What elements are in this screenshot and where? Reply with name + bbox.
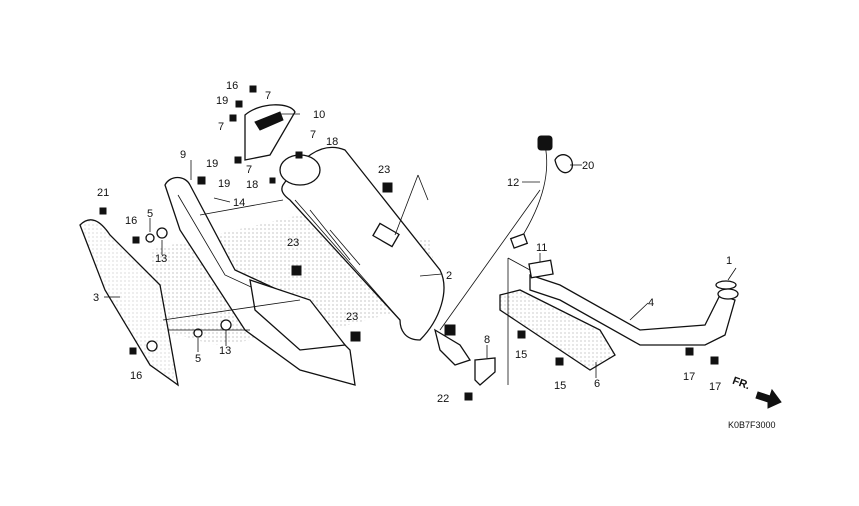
callout-10: 10	[313, 109, 325, 121]
pipe-clamp[interactable]	[474, 357, 496, 386]
callout-18: 18	[246, 179, 258, 191]
callout-7: 7	[265, 90, 271, 102]
callout-17: 17	[709, 381, 721, 393]
callout-9: 9	[180, 149, 186, 161]
callout-4: 4	[648, 297, 654, 309]
callout-7: 7	[218, 121, 224, 133]
callout-11: 11	[536, 242, 547, 254]
callout-6: 6	[594, 378, 600, 390]
callout-3: 3	[93, 292, 99, 304]
callout-21: 21	[97, 187, 109, 199]
side-cover[interactable]	[79, 219, 179, 387]
diagram-code: K0B7F3000	[728, 420, 776, 430]
cover-bracket[interactable]	[244, 104, 296, 161]
callout-22: 22	[437, 393, 449, 405]
callout-16: 16	[226, 80, 238, 92]
callout-23: 23	[378, 164, 390, 176]
callout-2: 2	[446, 270, 452, 282]
pipe-gasket[interactable]	[528, 259, 554, 279]
callout-14: 14	[233, 197, 245, 209]
bolts-and-nuts[interactable]	[99, 85, 719, 401]
callout-18: 18	[326, 136, 338, 148]
callout-13: 13	[219, 345, 231, 357]
callout-15: 15	[554, 380, 566, 392]
callout-13: 13	[155, 253, 167, 265]
callout-20: 20	[582, 160, 594, 172]
callout-19: 19	[218, 178, 230, 190]
oxygen-sensor[interactable]	[509, 135, 553, 249]
heat-shield[interactable]	[164, 176, 356, 386]
callout-19: 19	[206, 158, 218, 170]
callout-7: 7	[310, 129, 316, 141]
callout-23: 23	[346, 311, 358, 323]
direction-label: FR.	[731, 375, 752, 392]
callout-5: 5	[147, 208, 153, 220]
callout-15: 15	[515, 349, 527, 361]
callout-7: 7	[246, 164, 252, 176]
muffler[interactable]	[279, 146, 472, 366]
leader-lines	[104, 113, 737, 385]
callout-19: 19	[216, 95, 228, 107]
callout-1: 1	[726, 255, 732, 267]
callout-12: 12	[507, 177, 519, 189]
front-direction-arrow: FR.	[731, 375, 782, 409]
callout-8: 8	[484, 334, 490, 346]
sensor-clip[interactable]	[554, 154, 573, 174]
callout-16: 16	[125, 215, 137, 227]
callout-16: 16	[130, 370, 142, 382]
callout-5: 5	[195, 353, 201, 365]
callout-23: 23	[287, 237, 299, 249]
callout-labels: 1 2 3 4 5 5 6 7 7 7 7 8 9 10 11 12 13 13…	[93, 80, 732, 405]
pipe-protector[interactable]	[499, 289, 616, 371]
exhaust-pipe[interactable]	[529, 274, 739, 346]
callout-17: 17	[683, 371, 695, 383]
